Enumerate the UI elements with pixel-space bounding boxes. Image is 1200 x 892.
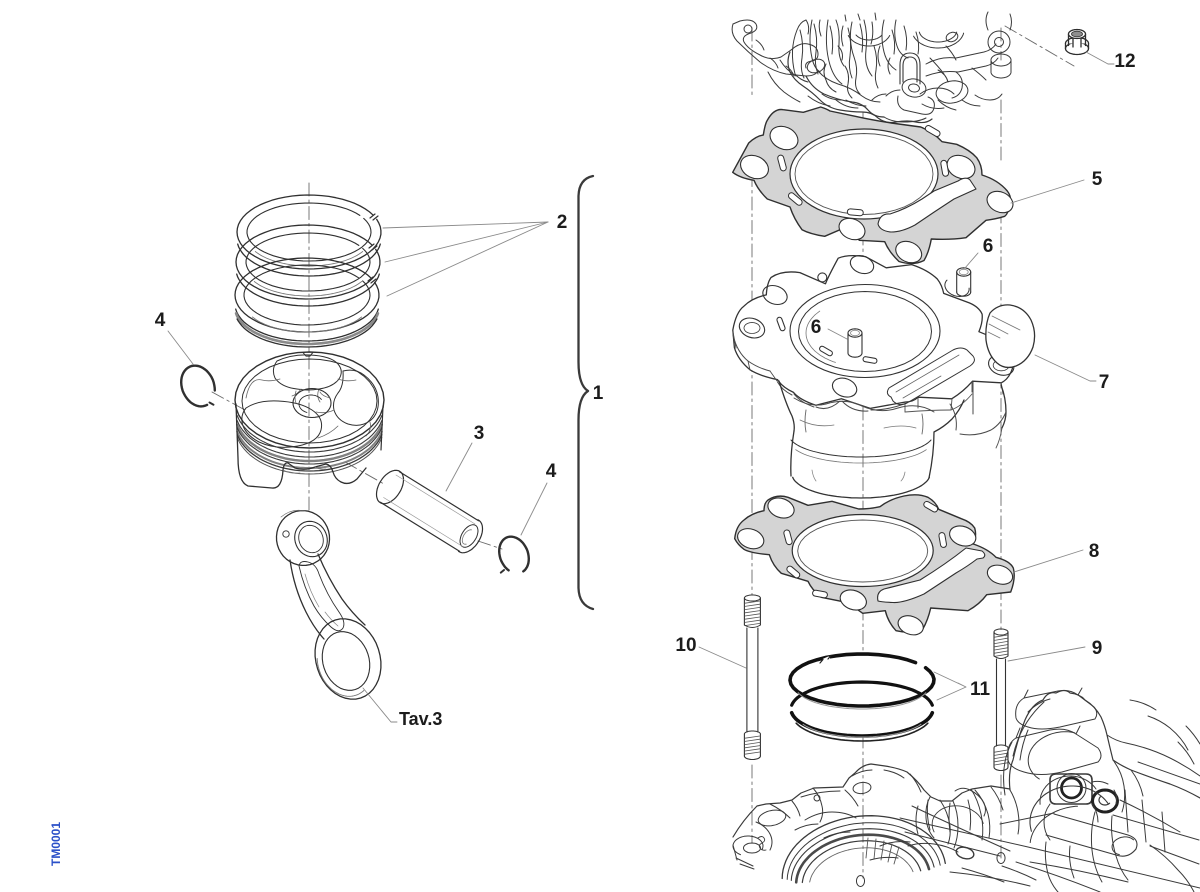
svg-text:3: 3	[474, 423, 485, 444]
svg-text:7: 7	[1099, 372, 1110, 393]
svg-text:11: 11	[970, 679, 991, 700]
svg-text:4: 4	[155, 310, 166, 331]
svg-text:12: 12	[1114, 51, 1135, 72]
svg-text:6: 6	[811, 317, 822, 338]
svg-text:9: 9	[1092, 638, 1103, 659]
svg-text:10: 10	[675, 635, 696, 656]
svg-text:8: 8	[1089, 541, 1100, 562]
svg-text:4: 4	[546, 461, 557, 482]
svg-text:1: 1	[593, 383, 604, 404]
svg-text:5: 5	[1092, 169, 1103, 190]
svg-text:6: 6	[983, 236, 994, 257]
svg-text:Tav.3: Tav.3	[399, 709, 442, 729]
svg-text:2: 2	[557, 212, 568, 233]
svg-text:TM0001: TM0001	[49, 822, 63, 866]
